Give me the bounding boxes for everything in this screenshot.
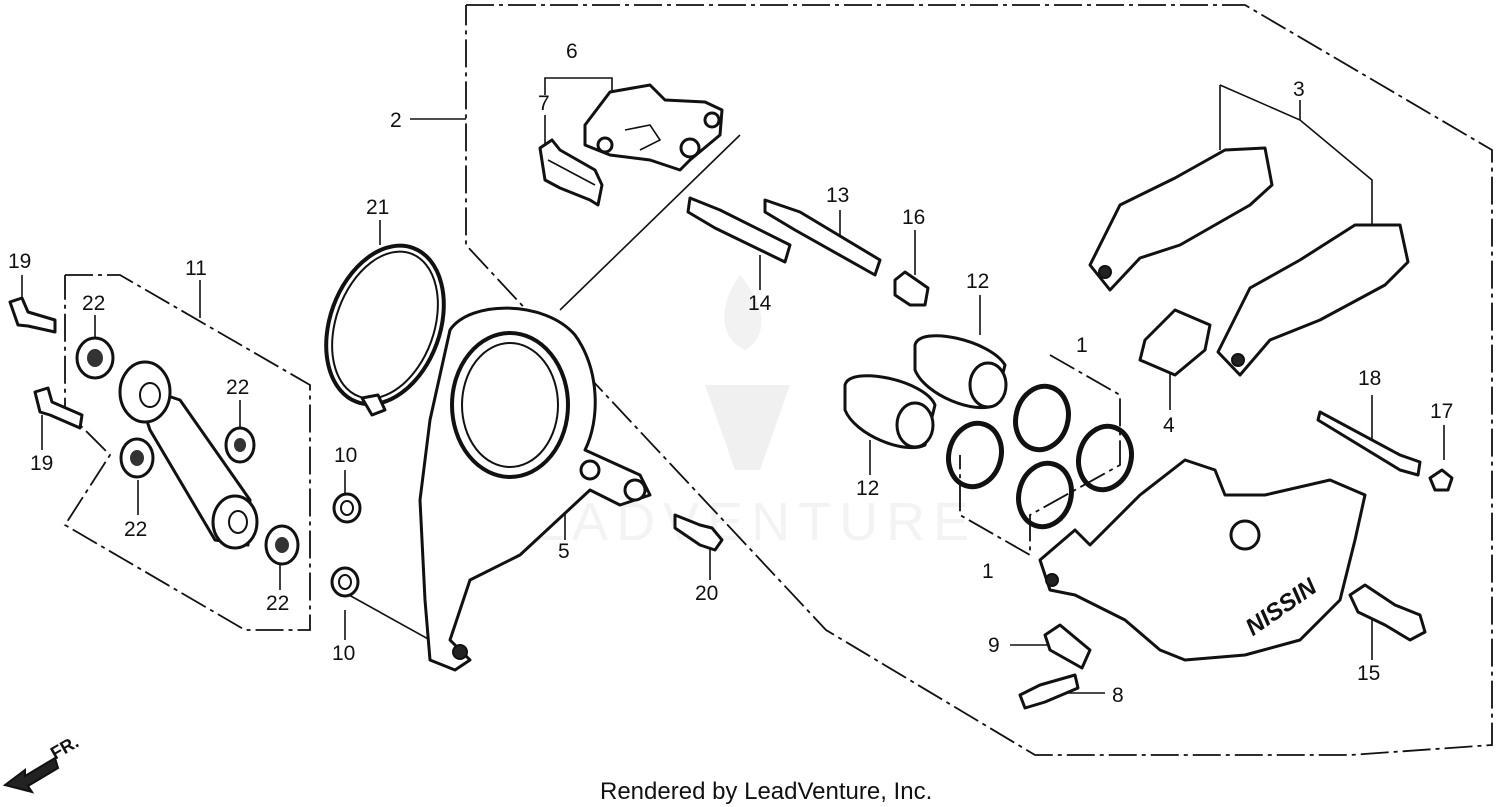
callout-14: 14	[748, 292, 772, 315]
callout-5: 5	[558, 540, 570, 563]
callout-4: 4	[1163, 414, 1175, 437]
bearings-22	[75, 336, 300, 566]
callout-16: 16	[902, 206, 925, 229]
pad-clip-4	[1138, 308, 1212, 377]
callout-17: 17	[1430, 400, 1453, 423]
callout-9: 9	[988, 634, 1000, 657]
callout-18: 18	[1358, 367, 1381, 390]
callout-19-upper: 19	[8, 250, 31, 273]
caliper-body: NISSIN	[1038, 458, 1367, 662]
callout-10-lower: 10	[332, 642, 355, 665]
callout-13: 13	[826, 184, 849, 207]
callout-19-lower: 19	[30, 452, 53, 475]
callout-21: 21	[366, 196, 389, 219]
callout-11: 11	[185, 257, 207, 280]
callout-6: 6	[566, 40, 578, 63]
caliper-bracket-5	[418, 306, 652, 672]
callout-22-a: 22	[82, 292, 105, 315]
brake-pads-3	[1088, 146, 1410, 377]
callout-12-lower: 12	[856, 477, 879, 500]
bleeder-15	[1348, 583, 1427, 642]
seal-group-outline	[959, 354, 1121, 557]
callout-12-upper: 12	[966, 270, 989, 293]
callout-2: 2	[390, 109, 402, 132]
callout-1-lower: 1	[982, 560, 994, 583]
circlip-21	[324, 243, 446, 417]
bracket-6	[583, 83, 724, 172]
caliper-assembly-outline	[465, 4, 1493, 756]
callout-8: 8	[1112, 684, 1124, 707]
callout-3: 3	[1293, 78, 1305, 101]
front-direction-arrow: FR.	[2, 732, 82, 794]
plug-17	[1428, 468, 1454, 492]
callout-7: 7	[538, 92, 550, 115]
pad-spring-7	[538, 138, 604, 207]
bolts-19	[8, 296, 84, 430]
callout-20: 20	[695, 582, 718, 605]
pins-13-14	[686, 196, 882, 277]
pistons-12	[843, 334, 1008, 450]
callout-1-upper: 1	[1076, 334, 1088, 357]
collars-10	[330, 492, 362, 598]
watermark: LEADVENTURE	[490, 275, 969, 552]
footer-credit: Rendered by LeadVenture, Inc.	[600, 778, 932, 805]
callout-labels: 1 1 2 3 4 5 6 7 8 9 10 10 11 12 12 13 14…	[8, 40, 1453, 707]
callout-15: 15	[1357, 662, 1380, 685]
screw-and-clip-8-9	[1018, 623, 1092, 710]
callout-22-d: 22	[266, 592, 289, 615]
callout-22-c: 22	[124, 518, 147, 541]
pin-18	[1316, 410, 1422, 477]
seals-1	[946, 383, 1134, 530]
callout-10-upper: 10	[334, 444, 357, 467]
cap-16	[893, 270, 930, 307]
bolt-20	[673, 513, 724, 552]
callout-22-b: 22	[226, 376, 249, 399]
torque-link-11	[118, 360, 259, 550]
